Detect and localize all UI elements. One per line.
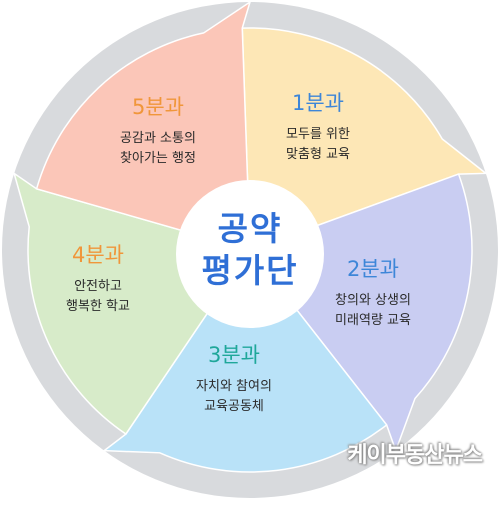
watermark-logo: 케이부동산뉴스 — [347, 443, 483, 468]
segment-1-desc-line-2: 맞춤형 교육 — [286, 147, 350, 162]
center-disc — [176, 180, 324, 328]
segment-3-desc-line-1: 자치와 참여의 — [196, 379, 272, 394]
segment-4-desc-line-1: 안전하고 — [74, 279, 122, 294]
segment-1 — [241, 27, 488, 252]
segment-1-desc-line-1: 모두를 위한 — [286, 127, 350, 142]
center-title-line-1: 공약 — [218, 209, 283, 248]
segment-3 — [102, 248, 388, 473]
segment-4-desc-line-2: 행복한 학교 — [66, 298, 130, 314]
segment-1-title: 1분과 — [292, 91, 344, 115]
segment-4-title: 4분과 — [72, 243, 124, 267]
segment-2-desc-line-2: 미래역량 교육 — [335, 313, 411, 328]
segment-3-title: 3분과 — [208, 343, 260, 367]
segment-5-desc-line-2: 찾아가는 행정 — [120, 150, 196, 166]
segment-5 — [35, 0, 252, 252]
center-title-line-2: 평가단 — [201, 251, 298, 290]
segment-5-title: 5분과 — [132, 95, 184, 119]
segment-3-desc-line-2: 교육공동체 — [204, 399, 264, 414]
segment-2-title: 2분과 — [347, 257, 399, 281]
segment-5-desc-line-1: 공감과 소통의 — [120, 131, 196, 146]
segment-2-desc-line-1: 창의와 상생의 — [335, 293, 411, 308]
